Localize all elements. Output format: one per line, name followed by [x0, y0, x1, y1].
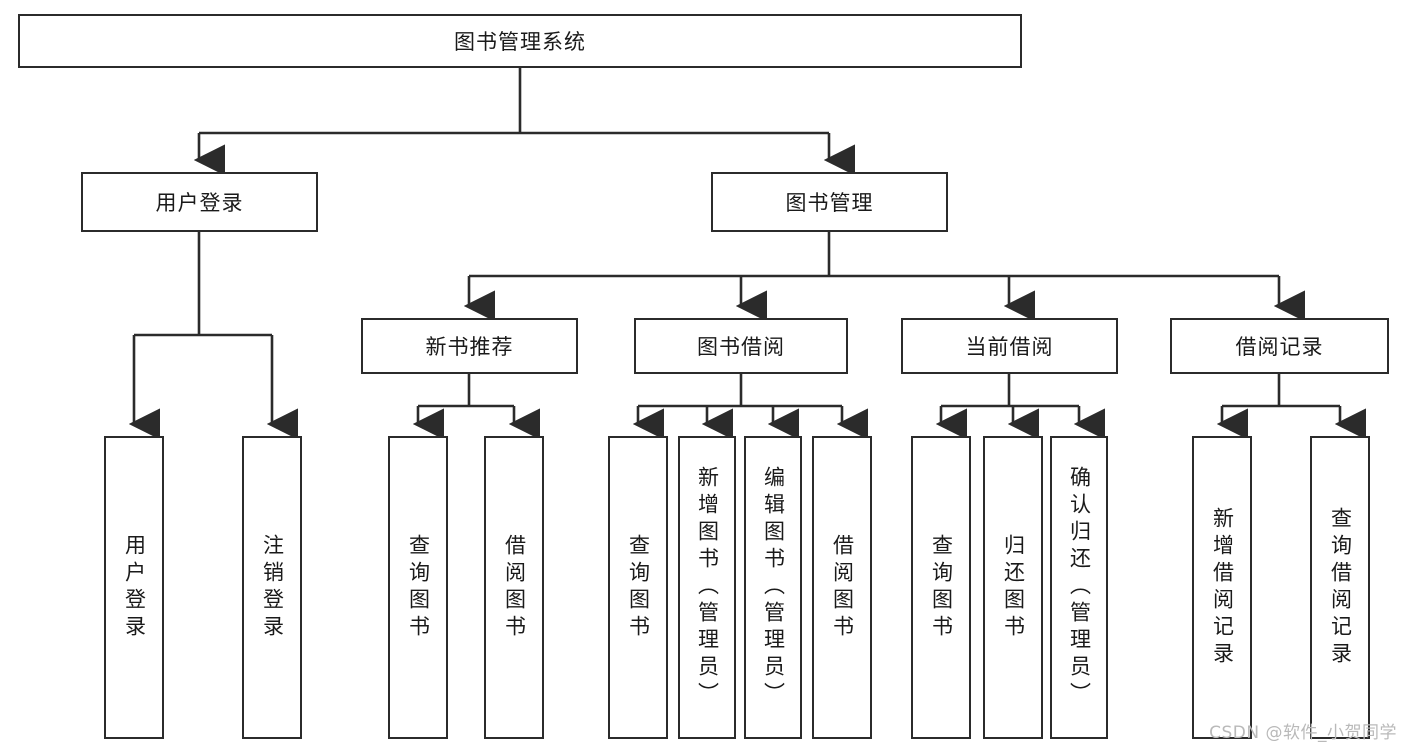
- node-new-book-rec[interactable]: 新书推荐: [361, 318, 578, 374]
- node-book-borrow[interactable]: 图书借阅: [634, 318, 848, 374]
- node-leaf-add-book-label: 新增图书（管理员）: [695, 466, 720, 709]
- node-leaf-query-book-2[interactable]: 查询图书: [608, 436, 668, 739]
- node-leaf-logout-label: 注销登录: [260, 533, 285, 642]
- node-leaf-query-book-1-label: 查询图书: [406, 533, 431, 642]
- node-leaf-return-book-label: 归还图书: [1001, 533, 1026, 642]
- node-new-book-rec-label: 新书推荐: [425, 335, 514, 359]
- node-leaf-borrow-book-2-label: 借阅图书: [830, 533, 855, 642]
- node-root-图书管理系统-label: 图书管理系统: [454, 30, 586, 54]
- watermark-text: CSDN @软件_小贺同学: [1209, 723, 1397, 743]
- node-leaf-add-record-label: 新增借阅记录: [1210, 506, 1235, 669]
- node-leaf-query-book-1[interactable]: 查询图书: [388, 436, 448, 739]
- node-current-borrow[interactable]: 当前借阅: [901, 318, 1118, 374]
- node-leaf-add-book[interactable]: 新增图书（管理员）: [678, 436, 736, 739]
- node-leaf-borrow-book-2[interactable]: 借阅图书: [812, 436, 872, 739]
- node-leaf-query-book-3[interactable]: 查询图书: [911, 436, 971, 739]
- node-leaf-add-record[interactable]: 新增借阅记录: [1192, 436, 1252, 739]
- node-leaf-user-login-label: 用户登录: [122, 533, 147, 642]
- node-book-borrow-label: 图书借阅: [697, 335, 785, 359]
- node-leaf-logout[interactable]: 注销登录: [242, 436, 302, 739]
- node-leaf-query-book-2-label: 查询图书: [626, 533, 651, 642]
- node-leaf-edit-book[interactable]: 编辑图书（管理员）: [744, 436, 802, 739]
- node-leaf-query-record[interactable]: 查询借阅记录: [1310, 436, 1370, 739]
- node-user-login[interactable]: 用户登录: [81, 172, 318, 232]
- node-leaf-confirm-return[interactable]: 确认归还（管理员）: [1050, 436, 1108, 739]
- node-leaf-edit-book-label: 编辑图书（管理员）: [761, 466, 786, 709]
- node-leaf-confirm-return-label: 确认归还（管理员）: [1067, 466, 1092, 709]
- node-book-manage-label: 图书管理: [785, 191, 874, 215]
- node-leaf-query-record-label: 查询借阅记录: [1328, 506, 1353, 669]
- node-leaf-borrow-book-1[interactable]: 借阅图书: [484, 436, 544, 739]
- node-root-图书管理系统[interactable]: 图书管理系统: [18, 14, 1022, 68]
- node-current-borrow-label: 当前借阅: [965, 335, 1054, 359]
- node-borrow-record[interactable]: 借阅记录: [1170, 318, 1389, 374]
- node-leaf-borrow-book-1-label: 借阅图书: [502, 533, 527, 642]
- node-leaf-query-book-3-label: 查询图书: [929, 533, 954, 642]
- node-book-manage[interactable]: 图书管理: [711, 172, 948, 232]
- node-leaf-user-login[interactable]: 用户登录: [104, 436, 164, 739]
- node-borrow-record-label: 借阅记录: [1235, 335, 1324, 359]
- node-user-login-label: 用户登录: [155, 191, 244, 215]
- node-leaf-return-book[interactable]: 归还图书: [983, 436, 1043, 739]
